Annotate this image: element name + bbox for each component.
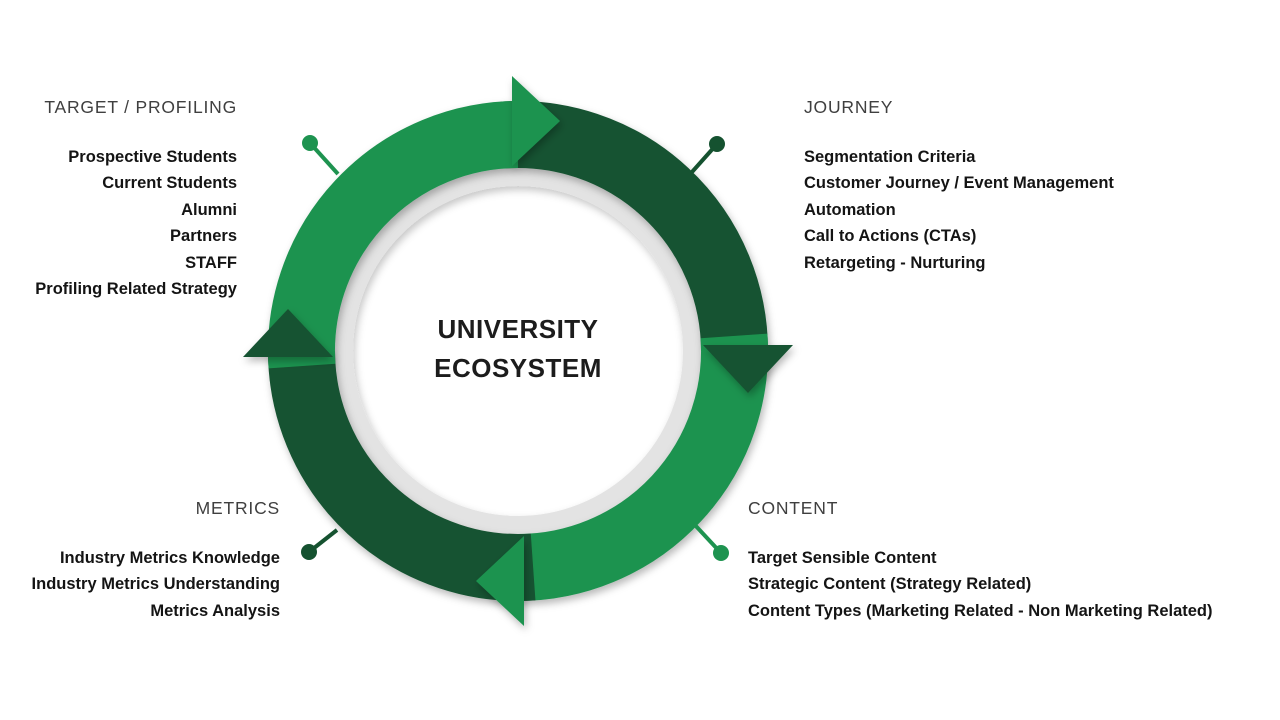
callout-header-metrics: METRICS [195, 498, 280, 518]
cycle-arrowheads [243, 76, 793, 626]
inner-gray-ring [327, 160, 709, 542]
callout-item: Metrics Analysis [150, 601, 280, 620]
center-title-line2: ECOSYSTEM [434, 353, 602, 383]
callout-dots [301, 135, 729, 561]
connector-dot-metrics-icon [301, 544, 317, 560]
center-title: UNIVERSITY ECOSYSTEM [368, 310, 668, 388]
center-title-line1: UNIVERSITY [437, 314, 599, 344]
callout-item: Content Types (Marketing Related - Non M… [748, 601, 1213, 620]
callout-item: Industry Metrics Knowledge [59, 549, 280, 567]
connector-dot-content-icon [713, 545, 729, 561]
callout-item: Retargeting - Nurturing [804, 253, 986, 272]
callout-item: Current Students [102, 174, 237, 193]
cycle-arc-bottom-left [268, 350, 536, 602]
callout-item: Segmentation Criteria [804, 148, 976, 166]
callout-item: Prospective Students [68, 148, 237, 166]
callout-item: Profiling Related Strategy [35, 280, 237, 299]
connector-dot-journey-icon [709, 136, 725, 152]
cycle-arc-bottom-right [517, 333, 769, 601]
callout-item: Industry Metrics Understanding [31, 575, 280, 594]
callout-item: STAFF [185, 253, 237, 272]
callout-header-journey: JOURNEY [804, 97, 894, 117]
connector-dot-target-profiling-icon [302, 135, 318, 151]
callout-item: Call to Actions (CTAs) [804, 227, 977, 246]
cycle-arc-top-left [267, 101, 519, 369]
callout-item: Automation [804, 200, 896, 219]
arrowhead-right-icon [703, 345, 793, 393]
callout-item: Customer Journey / Event Management [804, 174, 1114, 193]
callout-item: Partners [170, 227, 237, 246]
callout-header-content: CONTENT [748, 498, 839, 518]
callout-item: Strategic Content (Strategy Related) [748, 575, 1032, 594]
callout-header-target-profiling: TARGET / PROFILING [44, 97, 237, 117]
cycle-arc-top-right [500, 100, 768, 352]
callout-item: Alumni [181, 200, 237, 219]
arrowhead-left-icon [243, 309, 333, 357]
arrowhead-top-icon [512, 76, 560, 166]
arrowhead-bottom-icon [476, 536, 524, 626]
callout-item: Target Sensible Content [748, 549, 937, 567]
cycle-arcs [267, 100, 769, 602]
